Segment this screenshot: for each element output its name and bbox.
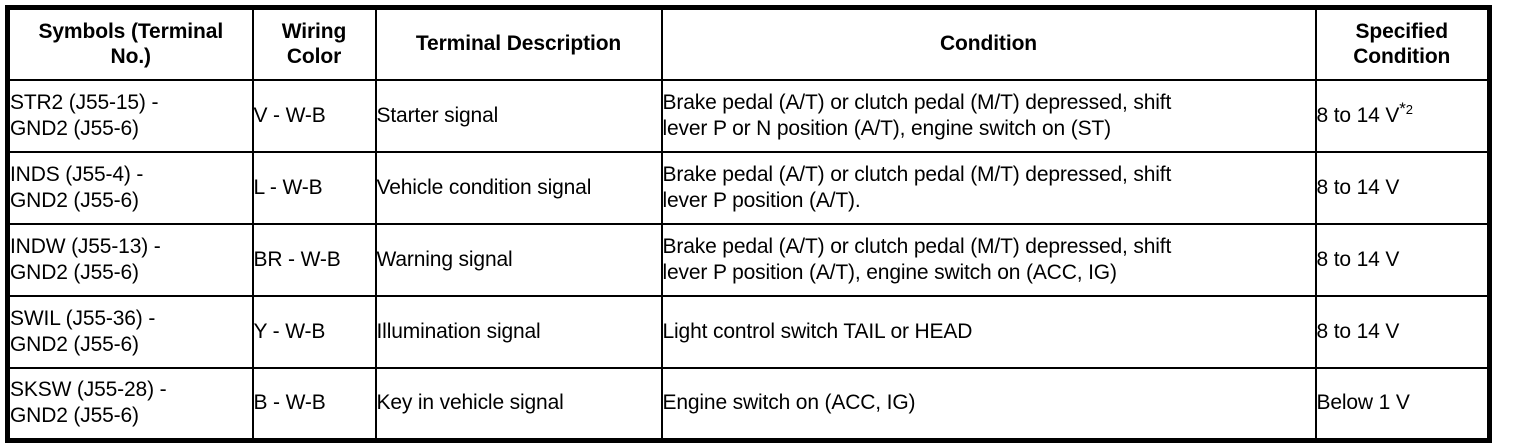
cell-specified-condition: 8 to 14 V bbox=[1314, 295, 1491, 369]
symbols-line-2: GND2 (J55-6) bbox=[10, 404, 139, 428]
terminal-specification-table: Symbols (Terminal No.) Wiring Color Term… bbox=[5, 5, 1492, 443]
cell-wiring-color: V - W-B bbox=[251, 79, 377, 153]
column-header-terminal-description: Terminal Description bbox=[374, 6, 663, 81]
condition-line-1: Light control switch TAIL or HEAD bbox=[662, 319, 973, 343]
table-row: STR2 (J55-15) - GND2 (J55-6) V - W-B Sta… bbox=[6, 79, 1491, 153]
column-header-condition-line-1: Condition bbox=[939, 32, 1038, 56]
condition-line-2: lever P position (A/T). bbox=[662, 189, 861, 212]
cell-terminal-description: Illumination signal bbox=[374, 295, 663, 369]
symbols-line-2: GND2 (J55-6) bbox=[10, 333, 139, 356]
cell-condition: Engine switch on (ACC, IG) bbox=[660, 367, 1317, 441]
column-header-wiring-color: Wiring Color bbox=[251, 6, 377, 81]
cell-terminal-description: Vehicle condition signal bbox=[374, 151, 663, 225]
cell-terminal-description: Starter signal bbox=[374, 79, 663, 153]
cell-specified-condition: 8 to 14 V bbox=[1314, 151, 1491, 225]
condition-line-1: Brake pedal (A/T) or clutch pedal (M/T) … bbox=[662, 90, 1172, 114]
column-header-description-line-1: Terminal Description bbox=[415, 32, 622, 56]
cell-condition: Light control switch TAIL or HEAD bbox=[660, 295, 1317, 369]
table-row: INDW (J55-13) - GND2 (J55-6) BR - W-B Wa… bbox=[6, 223, 1491, 297]
column-header-symbols-line-2: No.) bbox=[110, 44, 152, 68]
column-header-wiring-line-2: Color bbox=[286, 44, 342, 68]
cell-condition: Brake pedal (A/T) or clutch pedal (M/T) … bbox=[660, 151, 1317, 225]
table-row: INDS (J55-4) - GND2 (J55-6) L - W-B Vehi… bbox=[6, 151, 1491, 225]
cell-symbols: STR2 (J55-15) - GND2 (J55-6) bbox=[6, 79, 254, 153]
symbols-line-1: INDW (J55-13) - bbox=[10, 234, 161, 258]
cell-terminal-description: Key in vehicle signal bbox=[374, 367, 663, 441]
table-row: SKSW (J55-28) - GND2 (J55-6) B - W-B Key… bbox=[6, 367, 1491, 441]
condition-line-2: lever P position (A/T), engine switch on… bbox=[662, 261, 1117, 284]
condition-line-1: Engine switch on (ACC, IG) bbox=[662, 391, 916, 415]
cell-specified-condition: 8 to 14 V bbox=[1314, 223, 1491, 297]
cell-wiring-color: BR - W-B bbox=[251, 223, 377, 297]
condition-line-2: lever P or N position (A/T), engine swit… bbox=[662, 117, 1112, 140]
specified-value: 8 to 14 V bbox=[1316, 103, 1400, 127]
header-row: Symbols (Terminal No.) Wiring Color Term… bbox=[6, 6, 1491, 81]
symbols-line-2: GND2 (J55-6) bbox=[10, 189, 139, 212]
cell-wiring-color: B - W-B bbox=[251, 367, 377, 441]
condition-line-1: Brake pedal (A/T) or clutch pedal (M/T) … bbox=[662, 234, 1172, 258]
symbols-line-1: STR2 (J55-15) - bbox=[10, 90, 159, 114]
cell-specified-condition: 8 to 14 V*2 bbox=[1314, 79, 1491, 153]
column-header-specified-line-1: Specified bbox=[1355, 19, 1449, 43]
footnote-star: * bbox=[1399, 98, 1406, 118]
cell-symbols: INDS (J55-4) - GND2 (J55-6) bbox=[6, 151, 254, 225]
cell-wiring-color: Y - W-B bbox=[251, 295, 377, 369]
cell-symbols: SWIL (J55-36) - GND2 (J55-6) bbox=[6, 295, 254, 369]
cell-condition: Brake pedal (A/T) or clutch pedal (M/T) … bbox=[660, 223, 1317, 297]
footnote-marker: *2 bbox=[1399, 98, 1413, 118]
symbols-line-1: SWIL (J55-36) - bbox=[10, 306, 156, 330]
column-header-specified-line-2: Condition bbox=[1353, 44, 1451, 68]
condition-line-1: Brake pedal (A/T) or clutch pedal (M/T) … bbox=[662, 162, 1172, 186]
cell-condition: Brake pedal (A/T) or clutch pedal (M/T) … bbox=[660, 79, 1317, 153]
symbols-line-2: GND2 (J55-6) bbox=[10, 117, 139, 140]
table-header: Symbols (Terminal No.) Wiring Color Term… bbox=[6, 6, 1491, 81]
cell-symbols: SKSW (J55-28) - GND2 (J55-6) bbox=[6, 367, 254, 441]
footnote-number: 2 bbox=[1405, 101, 1413, 117]
column-header-wiring-line-1: Wiring bbox=[281, 19, 347, 43]
column-header-condition: Condition bbox=[660, 6, 1317, 81]
column-header-specified-condition: Specified Condition bbox=[1314, 6, 1491, 81]
cell-symbols: INDW (J55-13) - GND2 (J55-6) bbox=[6, 223, 254, 297]
symbols-line-2: GND2 (J55-6) bbox=[10, 261, 139, 284]
cell-terminal-description: Warning signal bbox=[374, 223, 663, 297]
table-body: STR2 (J55-15) - GND2 (J55-6) V - W-B Sta… bbox=[6, 79, 1491, 441]
cell-wiring-color: L - W-B bbox=[251, 151, 377, 225]
table-row: SWIL (J55-36) - GND2 (J55-6) Y - W-B Ill… bbox=[6, 295, 1491, 369]
column-header-symbols: Symbols (Terminal No.) bbox=[6, 6, 254, 81]
symbols-line-1: INDS (J55-4) - bbox=[10, 162, 144, 186]
column-header-symbols-line-1: Symbols (Terminal bbox=[38, 19, 224, 43]
cell-specified-condition: Below 1 V bbox=[1314, 367, 1491, 441]
symbols-line-1: SKSW (J55-28) - bbox=[10, 377, 167, 401]
